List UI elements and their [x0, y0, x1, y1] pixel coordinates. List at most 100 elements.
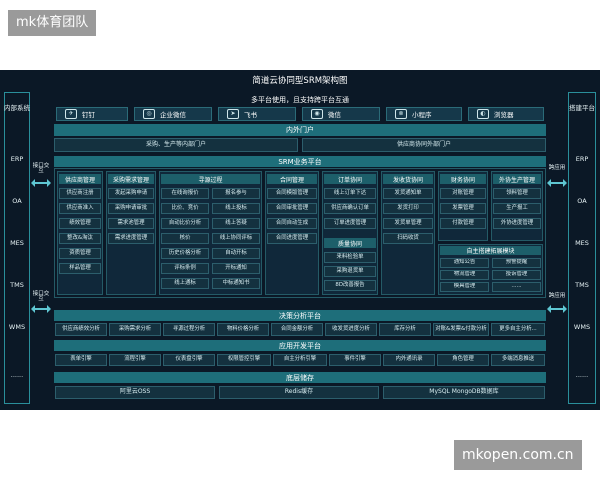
storage-item: MySQL MongoDB数据库	[383, 386, 545, 399]
procurement-item: 需求进度管理	[108, 233, 154, 244]
appdev-item: 内外通讯录	[383, 354, 435, 366]
platform-dingtalk-label: 钉钉	[82, 111, 95, 119]
sourcing-right-item: 线上答疑	[212, 218, 260, 229]
srm-architecture-board: 简道云协同型SRM架构图 内部系统 ERP OA MES TMS WMS ...…	[0, 70, 600, 410]
custom-item: 投诉管理	[492, 270, 541, 280]
browser-icon: ◐	[477, 109, 489, 119]
decision-item: 对账&发票&付款分析	[433, 323, 489, 336]
quality-item: 采购退货单	[324, 266, 376, 277]
sourcing-header: 寻源过程	[161, 174, 260, 184]
platform-feishu-label: 飞书	[244, 111, 257, 119]
left-side-title: 内部系统	[4, 104, 30, 112]
right-interface-top-label: 跨应用	[548, 165, 566, 172]
order-item: 订单进度管理	[324, 218, 376, 229]
decision-title: 决策分析平台	[54, 310, 546, 321]
procurement-item: 需求池管理	[108, 218, 154, 229]
appdev-item: 仪表盘引擎	[163, 354, 215, 366]
delivery-item: 扫码收货	[383, 233, 433, 244]
sourcing-left-item: 自动比价分析	[161, 218, 209, 229]
decision-item: 更多自主分析...	[491, 323, 545, 336]
finance-item: 对账管理	[440, 188, 486, 199]
sourcing-right-item: 线上投标	[212, 203, 260, 214]
contract-item: 合同模版管理	[267, 188, 317, 199]
decision-item: 库存分析	[379, 323, 431, 336]
srm-title: SRM业务平台	[54, 156, 546, 167]
watermark-bottom-right: mkopen.com.cn	[454, 440, 582, 470]
supplier-item: 供应商注册	[59, 188, 101, 199]
srm-frame	[54, 168, 546, 298]
custom-item: 模具管理	[440, 282, 489, 292]
portal-external: 供应商协同外部门户	[302, 138, 546, 152]
watermark-top-left: mk体育团队	[8, 10, 97, 36]
left-item-erp: ERP	[10, 155, 24, 163]
left-interface-bottom-arrow	[31, 305, 51, 313]
finance-item: 付款管理	[440, 218, 486, 229]
portal-title: 内外门户	[54, 124, 546, 136]
custom-item: 通知公告	[440, 258, 489, 268]
supplier-item: 资质管理	[59, 248, 101, 259]
platform-miniapp: ⊗ 小程序	[386, 107, 462, 121]
custom-module-header: 自主搭建拓展模块	[440, 246, 541, 255]
finance-header: 财务协同	[440, 174, 486, 184]
decision-item: 采购需求分析	[109, 323, 161, 336]
dingtalk-icon: ✈	[65, 109, 77, 119]
right-interface-bottom-arrow	[547, 305, 567, 313]
outsourcing-header: 外协生产管理	[493, 174, 541, 184]
storage-item: Redis缓存	[219, 386, 379, 399]
portal-internal: 采购、生产等内部门户	[54, 138, 298, 152]
platform-wecom-label: 企业微信	[160, 111, 186, 119]
contract-item: 合同审批管理	[267, 203, 317, 214]
procurement-item: 采购申请审批	[108, 203, 154, 214]
decision-item: 合同金额分析	[271, 323, 323, 336]
delivery-item: 发货单管理	[383, 218, 433, 229]
sourcing-left-item: 在线询报价	[161, 188, 209, 199]
miniapp-icon: ⊗	[395, 109, 407, 119]
left-interface-top-label: 接口交互	[32, 162, 50, 174]
custom-item: 物流管理	[440, 270, 489, 280]
right-item-oa: OA	[577, 197, 587, 205]
storage-item: 阿里云OSS	[55, 386, 215, 399]
finance-item: 发票管理	[440, 203, 486, 214]
right-item-erp: ERP	[575, 155, 589, 163]
appdev-item: 事件引擎	[329, 354, 381, 366]
quality-header: 质量协同	[324, 238, 376, 248]
platform-wechat: ◉ 微信	[302, 107, 380, 121]
platform-feishu: ➤ 飞书	[218, 107, 296, 121]
quality-item: 8D改善报告	[324, 280, 376, 291]
delivery-item: 发货打印	[383, 203, 433, 214]
feishu-icon: ➤	[227, 109, 239, 119]
right-item-mes: MES	[575, 239, 589, 247]
sourcing-right-item: 自动开标	[212, 248, 260, 259]
order-header: 订单协同	[324, 174, 376, 184]
platform-browser-label: 浏览器	[494, 111, 514, 119]
platform-wechat-label: 微信	[328, 111, 341, 119]
appdev-item: 自主分析引擎	[273, 354, 327, 366]
appdev-item: 权限管控引擎	[217, 354, 271, 366]
sourcing-right-item: 线上协同评标	[212, 233, 260, 244]
right-item-more: ......	[575, 371, 589, 379]
decision-item: 物料价格分析	[217, 323, 269, 336]
right-interface-top-arrow	[547, 179, 567, 187]
decision-item: 寻源过程分析	[163, 323, 215, 336]
outsourcing-item: 外协进度管理	[493, 218, 541, 229]
appdev-item: 多端消息推送	[491, 354, 545, 366]
contract-item: 合同进度管理	[267, 233, 317, 244]
left-interface-bottom-label: 接口交互	[32, 290, 50, 302]
left-item-more: ......	[10, 371, 24, 379]
sourcing-right-item: 报名参与	[212, 188, 260, 199]
supplier-header: 供应商管理	[59, 174, 101, 184]
contract-item: 合同自动生成	[267, 218, 317, 229]
diagram-title: 简道云协同型SRM架构图	[252, 75, 348, 86]
wechat-icon: ◉	[311, 109, 323, 119]
right-platform-frame	[568, 92, 596, 404]
supplier-item: 整改&淘汰	[59, 233, 101, 244]
procurement-item: 发起采购申请	[108, 188, 154, 199]
appdev-item: 流程引擎	[109, 354, 161, 366]
delivery-header: 发收货协同	[383, 174, 433, 184]
platform-miniapp-label: 小程序	[412, 111, 432, 119]
order-item: 线上订单下达	[324, 188, 376, 199]
supplier-item: 样品管理	[59, 263, 101, 274]
outsourcing-item: 生产报工	[493, 203, 541, 214]
right-item-wms: WMS	[573, 323, 591, 331]
left-item-wms: WMS	[8, 323, 26, 331]
